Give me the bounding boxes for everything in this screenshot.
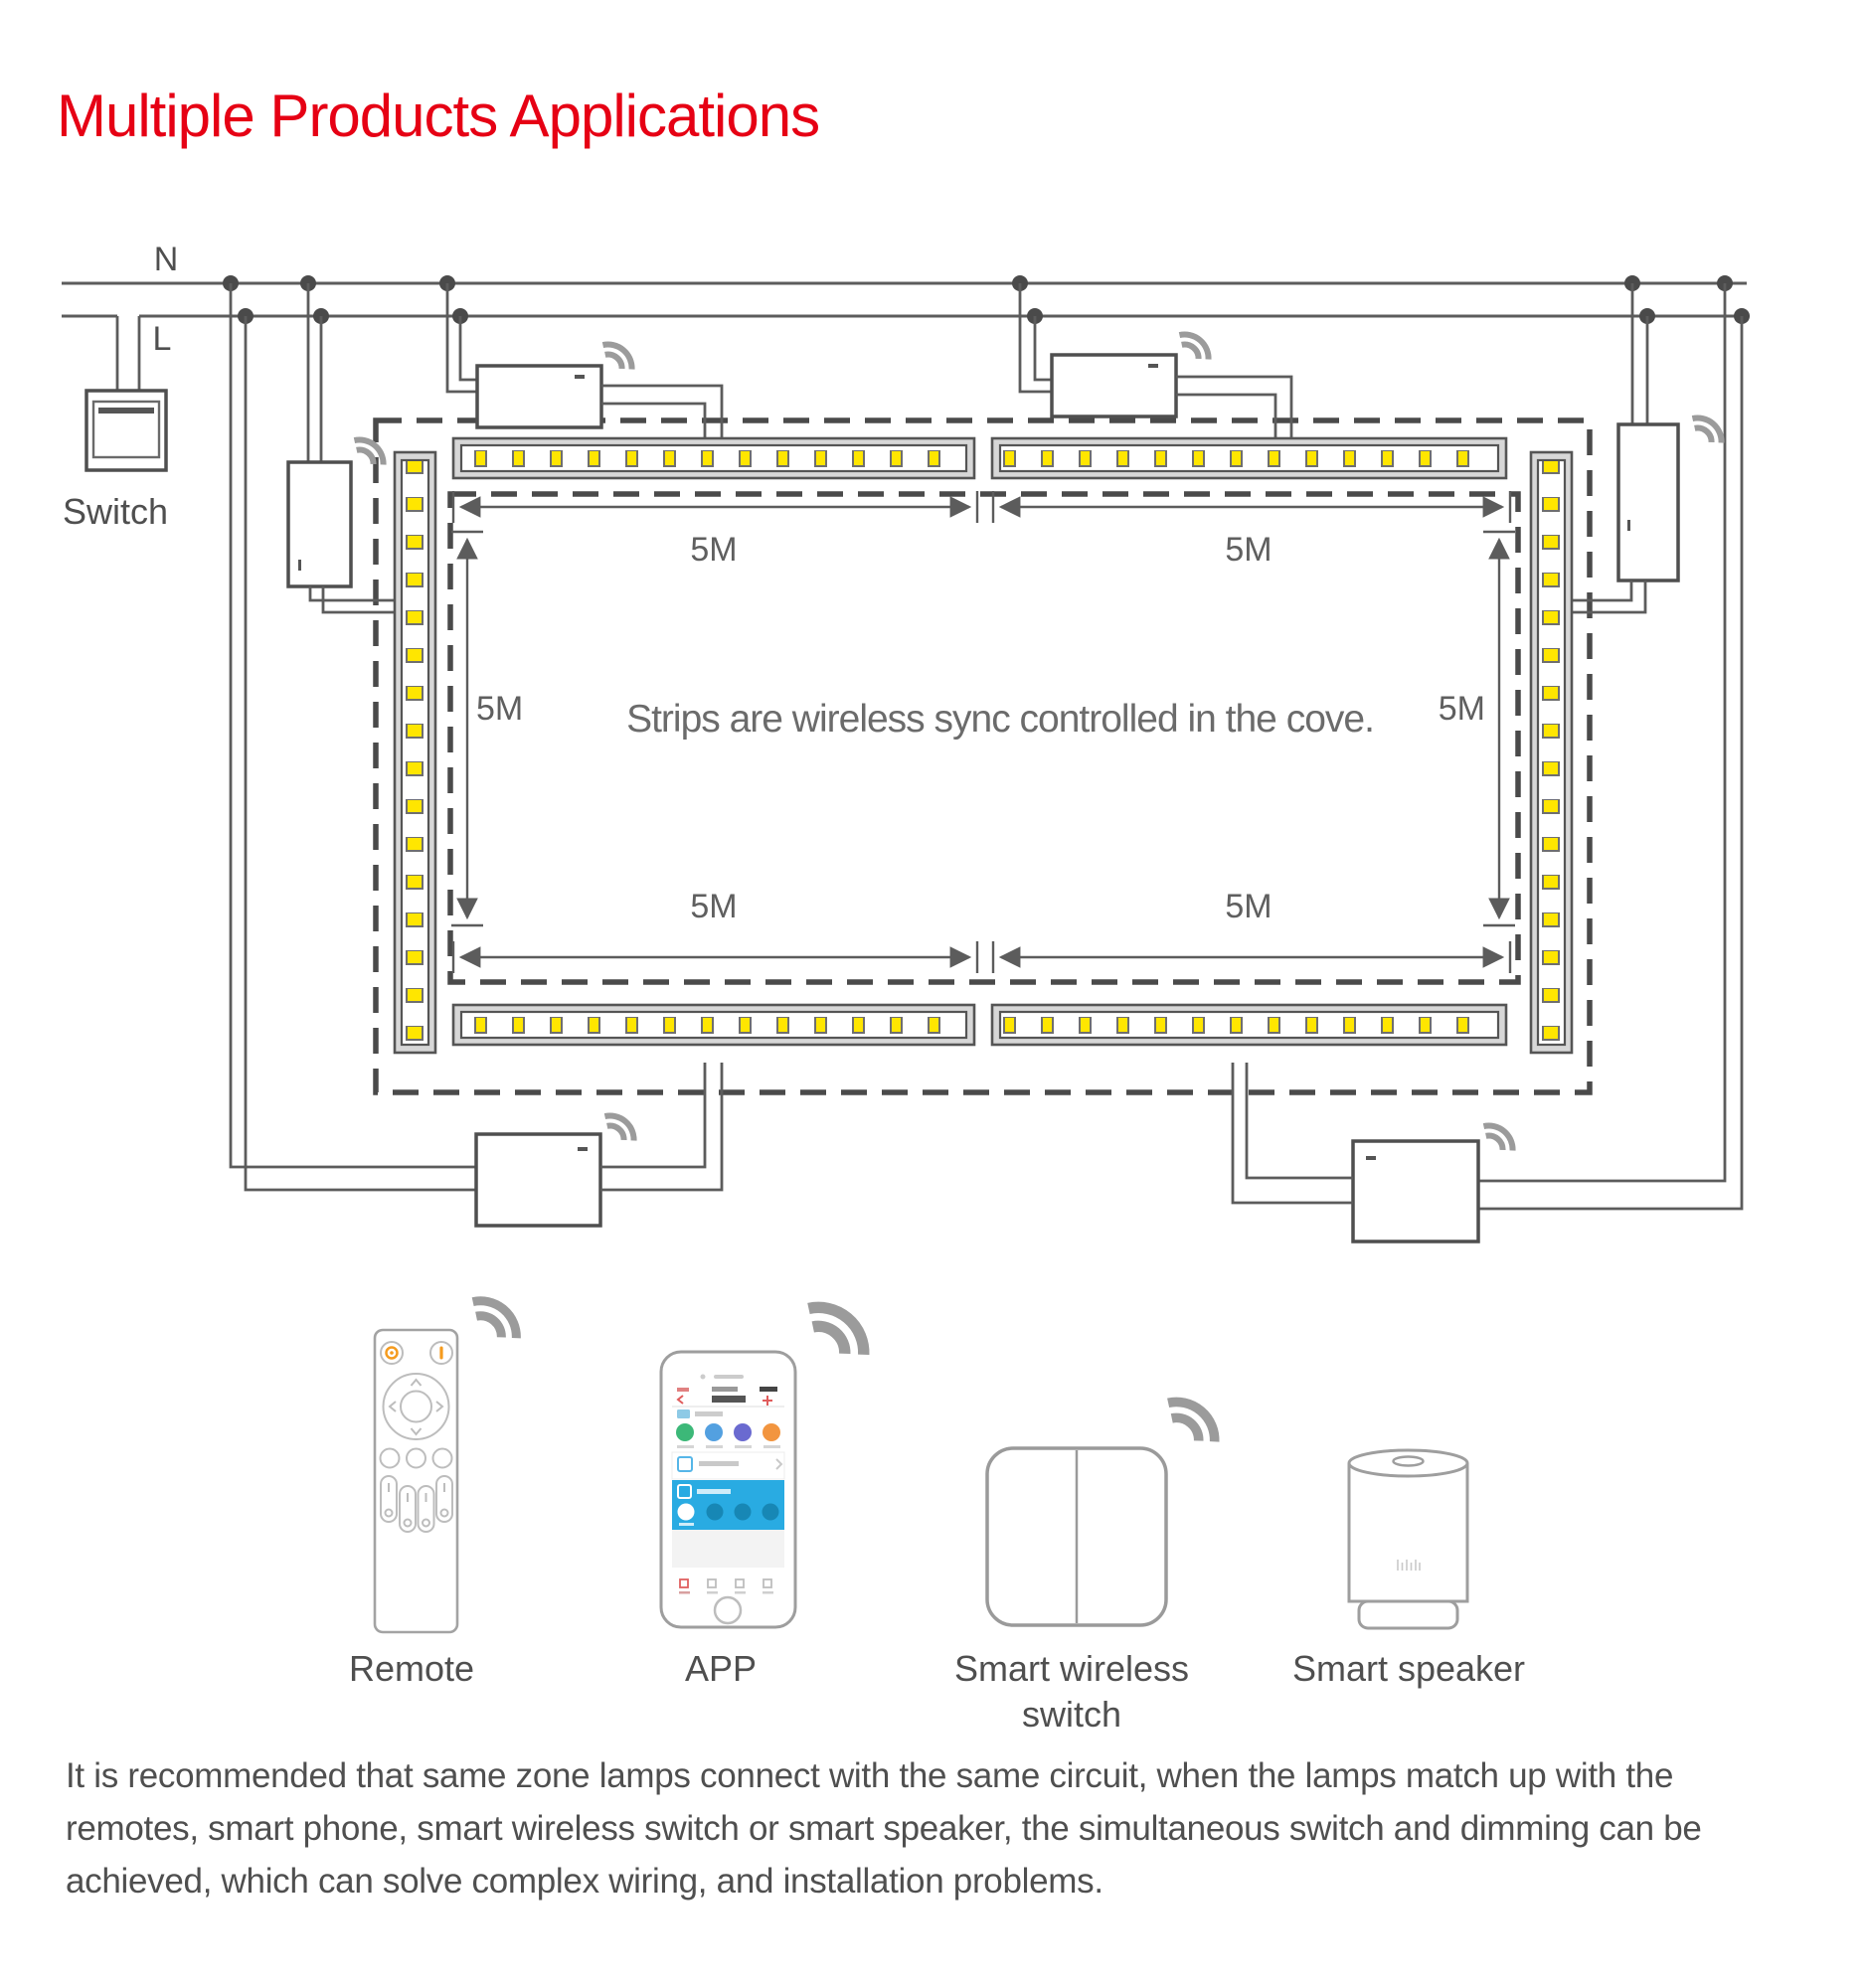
dim-label: 5M (690, 888, 737, 925)
product-label-app: APP (684, 1648, 758, 1689)
dimension-bottom-right: 5M (991, 888, 1512, 973)
dim-label: 5M (476, 690, 523, 728)
wire-l-to-bottom-right (1478, 316, 1744, 1211)
wifi-icon (1689, 412, 1728, 447)
led-strip-top-left (451, 436, 976, 480)
dimension-top-left: 5M (451, 491, 979, 569)
phone-screen (671, 1387, 785, 1594)
power-lines: N L (62, 241, 1750, 358)
controller-bottom-left-body (474, 1132, 602, 1228)
led-strip-bottom-right (990, 1003, 1508, 1047)
controller-bottom-left (474, 1063, 724, 1228)
feed-wires (229, 283, 1744, 1211)
cove-inner-dashed (447, 491, 1521, 985)
wire-n-to-bottom-right (1478, 283, 1727, 1183)
wall-switch: Switch (63, 316, 168, 532)
product-label-smart-wireless-switch: Smart wireless switch (953, 1648, 1190, 1736)
led-strip-right (1529, 450, 1574, 1055)
wifi-icon (351, 433, 390, 469)
dim-label: 5M (690, 531, 737, 569)
product-label-remote: Remote (348, 1648, 475, 1689)
controller-left-body (286, 460, 353, 588)
cove-note: Strips are wireless sync controlled in t… (626, 698, 1374, 741)
neutral-label: N (154, 241, 179, 278)
controller-right-body (1616, 422, 1680, 582)
wifi-icon (1176, 328, 1215, 364)
dimension-right: 5M (1439, 530, 1515, 927)
app-phone-icon (659, 1295, 875, 1629)
dim-label: 5M (1439, 690, 1485, 728)
controller-bottom-right-body (1351, 1139, 1480, 1243)
controller-top-left (445, 283, 724, 440)
remote-icon (373, 1291, 525, 1634)
wifi-icon (601, 1109, 640, 1145)
description-paragraph: It is recommended that same zone lamps c… (66, 1756, 1702, 1902)
smart-wireless-switch-icon (985, 1392, 1224, 1627)
controller-left (286, 283, 395, 614)
remote-zone-buttons (380, 1475, 453, 1533)
dimension-bottom-left: 5M (451, 888, 979, 973)
page-title: Multiple Products Applications (57, 83, 820, 149)
led-strip-bottom-left (451, 1003, 976, 1047)
smart-speaker-icon (1347, 1448, 1469, 1630)
controller-top-right (1018, 283, 1293, 440)
wifi-icon (801, 1295, 875, 1364)
dim-label: 5M (1225, 888, 1272, 925)
wifi-icon (599, 338, 638, 374)
controller-bottom-right (1231, 1063, 1519, 1243)
live-label: L (153, 320, 172, 358)
wall-switch-label: Switch (63, 491, 168, 532)
dim-label: 5M (1225, 531, 1272, 569)
led-strip-left (393, 450, 437, 1055)
dimension-top-right: 5M (991, 491, 1512, 569)
speaker-logo-mark (1397, 1560, 1421, 1571)
dimension-left: 5M (451, 530, 523, 927)
wire-l-to-bottom-left (244, 316, 476, 1192)
wifi-icon (1480, 1119, 1519, 1155)
cove-outline (373, 417, 1593, 1095)
wall-switch-slot (98, 408, 154, 414)
led-strip-top-right (990, 436, 1508, 480)
wifi-icon (1162, 1392, 1224, 1449)
wire-n-to-bottom-left (229, 283, 476, 1169)
cove-outer-dashed (373, 417, 1593, 1095)
product-label-smart-speaker: Smart speaker (1291, 1648, 1526, 1689)
wifi-icon (467, 1291, 525, 1345)
controller-right (1572, 283, 1728, 614)
